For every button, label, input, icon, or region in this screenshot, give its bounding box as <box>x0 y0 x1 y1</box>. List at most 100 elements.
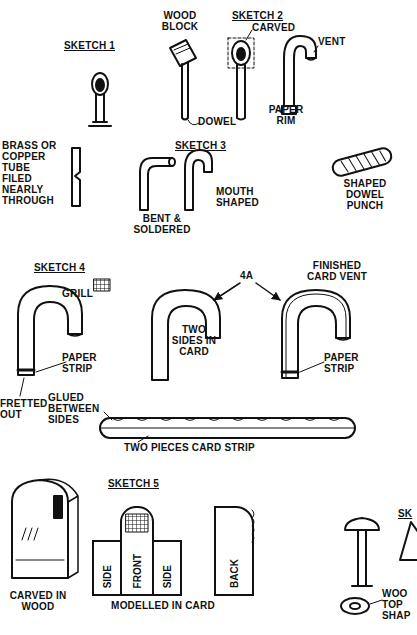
card-panel: SIDE <box>92 540 122 596</box>
part-label: CARVED <box>252 22 302 33</box>
mouth-shaped-tube <box>185 150 212 210</box>
dowel-punch <box>331 147 393 178</box>
panel-label: FRONT <box>132 554 143 588</box>
finished-card-vent <box>300 362 324 372</box>
carved-dowel <box>228 30 254 120</box>
card-panel: BACK <box>214 506 254 596</box>
mushroom-vent <box>400 522 417 560</box>
bent-tube <box>169 158 175 166</box>
part-label: BENT & SOLDERED <box>126 213 198 235</box>
sketch-heading: SKETCH 2 <box>232 10 292 21</box>
pointer-arrows <box>214 283 280 300</box>
part-label: MOUTH SHAPED <box>216 186 266 208</box>
wood-block-dowel <box>182 62 188 120</box>
part-label: GLUED BETWEEN SIDES <box>48 392 104 425</box>
sketch-one-vent <box>89 122 111 126</box>
panel-label: SIDE <box>102 565 113 588</box>
sketch-heading: SK <box>398 508 417 519</box>
wood-block-dowel <box>170 40 196 66</box>
finished-card-vent <box>336 338 350 340</box>
card-panel: FRONT <box>120 506 154 596</box>
panel-label: BACK <box>229 559 240 588</box>
fretted-vent <box>18 279 110 396</box>
bent-tube <box>140 158 175 210</box>
part-label: 4A <box>240 270 260 281</box>
wood-block-dowel <box>170 40 199 125</box>
mushroom-vent <box>352 530 372 586</box>
card-strip <box>100 412 355 442</box>
carved-vent <box>306 58 316 60</box>
card-strip <box>112 418 340 421</box>
part-label: BRASS OR COPPER TUBE FILED NEARLY THROUG… <box>2 140 62 206</box>
wood-carving <box>54 496 62 518</box>
part-label: PAPER STRIP <box>324 352 366 374</box>
mushroom-vent <box>345 518 379 530</box>
card-strip <box>138 436 148 442</box>
wood-carving <box>22 528 38 540</box>
pointer-arrows <box>214 283 240 300</box>
dowel-punch <box>331 147 393 178</box>
sketch-one-vent <box>96 94 104 122</box>
card-strip <box>100 428 355 429</box>
sketch-one-vent <box>96 79 104 91</box>
part-label: MODELLED IN CARD <box>98 600 228 611</box>
card-model-details <box>126 510 254 542</box>
sketch-heading: SKETCH 4 <box>34 262 94 273</box>
fretted-vent <box>18 369 34 372</box>
dowel-punch <box>341 149 386 174</box>
carved-dowel <box>232 41 250 65</box>
part-label: FRETTED OUT <box>0 398 50 420</box>
wood-carving <box>40 479 78 578</box>
carved-dowel <box>228 38 254 68</box>
part-label: VENT <box>318 36 358 47</box>
mouth-shaped-tube <box>185 150 212 210</box>
part-label: DOWEL <box>198 116 243 127</box>
card-panel: SIDE <box>152 540 182 596</box>
mushroom-vent <box>350 603 360 609</box>
sketch-one-vent <box>89 73 111 126</box>
part-label: FINISHED CARD VENT <box>304 260 370 282</box>
part-label: CARVED IN WOOD <box>6 590 70 612</box>
sketch-one-vent <box>92 73 108 95</box>
carved-vent <box>284 36 316 112</box>
sketch-heading: SKETCH 3 <box>175 140 235 151</box>
fretted-vent <box>68 334 82 336</box>
wood-block-dowel <box>188 120 199 125</box>
carved-dowel <box>237 48 245 60</box>
card-strip <box>104 412 112 420</box>
card-side <box>152 290 220 380</box>
part-label: WOO TOP SHAP <box>382 588 416 621</box>
carved-vent <box>276 36 318 114</box>
fretted-vent <box>36 362 66 372</box>
part-label: TWO PIECES CARD STRIP <box>124 442 274 453</box>
part-label: PAPER RIM <box>266 104 306 126</box>
wood-block-dowel <box>174 44 190 54</box>
finished-card-vent <box>282 371 298 374</box>
part-label: GRILL <box>62 288 97 299</box>
fretted-vent <box>20 378 24 396</box>
part-label: PAPER STRIP <box>62 352 104 374</box>
carved-dowel <box>246 30 252 40</box>
bent-tube <box>140 158 172 210</box>
mushroom-vent <box>341 518 417 614</box>
pointer-arrows <box>256 283 280 300</box>
part-label: SHAPED DOWEL PUNCH <box>328 178 402 211</box>
panel-label: SIDE <box>162 565 173 588</box>
sketch-heading: SKETCH 5 <box>108 478 168 489</box>
part-label: TWO SIDES IN CARD <box>170 324 218 357</box>
wood-carving <box>16 560 64 561</box>
carved-vent <box>314 46 318 52</box>
brass-tube <box>72 148 80 206</box>
sketch-heading: SKETCH 1 <box>64 40 124 51</box>
mushroom-vent <box>341 598 369 614</box>
card-model-details <box>126 514 148 532</box>
card-strip <box>100 418 355 438</box>
mushroom-vent <box>370 600 382 604</box>
card-side <box>152 290 220 380</box>
carved-dowel <box>237 65 245 120</box>
part-label: WOOD BLOCK <box>152 10 208 32</box>
wood-carving <box>12 479 78 578</box>
fretted-vent <box>94 279 110 291</box>
